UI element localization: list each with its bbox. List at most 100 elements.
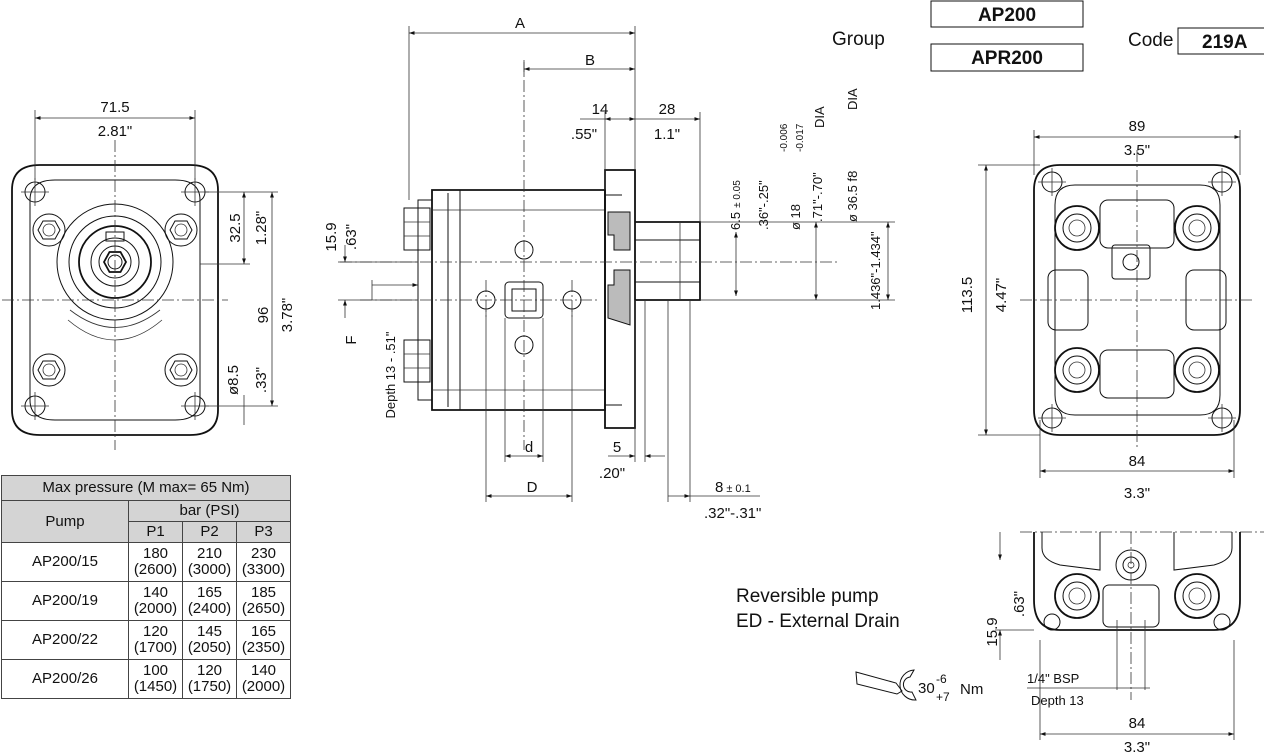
bar-value: 120 — [196, 662, 223, 679]
port-offset-mm: 15.9 — [323, 222, 340, 251]
drain-port: 1/4" BSP — [1027, 671, 1079, 686]
dim-a: A — [515, 15, 525, 32]
column-p3: P3 — [236, 521, 291, 543]
key-mm: 6.5 ± 0.05 — [728, 180, 743, 230]
shaft-dia-in: .71"-.70" — [810, 172, 825, 222]
psi-value: (2350) — [241, 639, 286, 656]
side-view: A B 14 .55" 28 1.1" 6.5± 0.05 .36"-.25" … — [323, 15, 895, 522]
pump-name: AP200/15 — [1, 542, 129, 582]
front-bolt-offset-in: 1.28" — [253, 211, 270, 246]
wrench-icon — [855, 669, 917, 701]
key-mm-value: 6.5 — [728, 212, 743, 230]
table-cell: 210(3000) — [182, 542, 237, 582]
rear-view: 89 3.5" 113.5 4.47" 84 3.3" — [959, 118, 1255, 502]
code-value: 219A — [1202, 32, 1248, 53]
pump-name: AP200/26 — [1, 659, 129, 699]
group-value-ap200: AP200 — [978, 5, 1036, 26]
detail-offset-in: .63" — [1011, 591, 1028, 617]
pilot-len-in: .20" — [599, 465, 625, 482]
front-hole-dia-in: .33" — [253, 367, 270, 393]
bar-value: 165 — [196, 584, 223, 601]
depth-label: Depth 13 - .51" — [383, 331, 398, 418]
dia-word-1: DIA — [812, 106, 827, 128]
detail-width-mm: 84 — [1129, 715, 1146, 732]
unit-header: bar (PSI) — [128, 500, 291, 522]
bar-value: 140 — [142, 584, 169, 601]
shaft-len-in: 1.1" — [654, 126, 680, 143]
bar-value: 100 — [142, 662, 169, 679]
port-offset-in: .63" — [343, 224, 360, 250]
bar-value: 210 — [196, 545, 223, 562]
pilot-dia-in: 1.436"-1.434" — [868, 231, 883, 310]
bar-value: 230 — [250, 545, 277, 562]
front-hole-dia-mm: ø8.5 — [225, 365, 242, 395]
table-cell: 185(2650) — [236, 581, 291, 621]
rear-width-top-mm: 89 — [1129, 118, 1146, 135]
front-height-in: 3.78" — [279, 298, 296, 333]
note-external-drain: ED - External Drain — [736, 611, 900, 632]
header: Group AP200 APR200 Code 219A — [832, 0, 1264, 72]
rear-height-in: 4.47" — [993, 278, 1010, 313]
dim-d-small: d — [525, 439, 533, 456]
table-cell: 230(3300) — [236, 542, 291, 582]
pressure-table: Max pressure (M max= 65 Nm) Pump bar (PS… — [1, 475, 291, 699]
torque-value: 30 — [918, 680, 935, 697]
bar-value: 185 — [250, 584, 277, 601]
dim-d-large: D — [527, 479, 538, 496]
front-bolt-offset-mm: 32.5 — [227, 213, 244, 242]
pump-name: AP200/22 — [1, 620, 129, 660]
group-label: Group — [832, 29, 885, 50]
pilot-len-mm: 5 — [613, 439, 621, 456]
drain-depth: Depth 13 — [1031, 693, 1084, 708]
psi-value: (2400) — [187, 600, 232, 617]
column-p1: P1 — [128, 521, 183, 543]
rear-width-bottom-in: 3.3" — [1124, 485, 1150, 502]
group-value-apr200: APR200 — [971, 48, 1043, 69]
table-cell: 165(2350) — [236, 620, 291, 660]
psi-value: (2600) — [133, 561, 178, 578]
code-label: Code — [1128, 30, 1173, 51]
notes: Reversible pump ED - External Drain 30 -… — [736, 586, 983, 704]
table-cell: 120(1750) — [182, 659, 237, 699]
psi-value: (1750) — [187, 678, 232, 695]
bar-value: 180 — [142, 545, 169, 562]
note-reversible: Reversible pump — [736, 586, 879, 607]
detail-view: 15.9 .63" 1/4" BSP Depth 13 84 3.3" — [984, 531, 1264, 754]
detail-offset-mm: 15.9 — [984, 617, 1001, 646]
table-cell: 140(2000) — [128, 581, 183, 621]
table-cell: 100(1450) — [128, 659, 183, 699]
pilot-dia-mm: ø 36.5 f8 — [845, 171, 860, 222]
column-p2: P2 — [182, 521, 237, 543]
front-view: 71.5 2.81" 32.5 1.28" 96 3.78" ø8.5 .33" — [2, 99, 296, 450]
table-cell: 180(2600) — [128, 542, 183, 582]
flange-len-in: .55" — [571, 126, 597, 143]
table-row: AP200/22 120(1700) 145(2050) 165(2350) — [1, 620, 291, 660]
key-tol: ± 0.05 — [732, 180, 743, 208]
rear-width-top-in: 3.5" — [1124, 142, 1150, 159]
bar-value: 120 — [142, 623, 169, 640]
shaft-len-mm: 28 — [659, 101, 676, 118]
shaft-end-in: .32"-.31" — [704, 505, 761, 522]
flange-len-mm: 14 — [592, 101, 609, 118]
shaft-end-tol: ± 0.1 — [726, 483, 750, 495]
table-row: AP200/26 100(1450) 120(1750) 140(2000) — [1, 659, 291, 699]
dim-f: F — [343, 335, 360, 344]
front-height-mm: 96 — [255, 307, 272, 324]
table-cell: 145(2050) — [182, 620, 237, 660]
shaft-end-mm-value: 8 — [715, 479, 723, 496]
front-width-mm: 71.5 — [100, 99, 129, 116]
table-row: AP200/19 140(2000) 165(2400) 185(2650) — [1, 581, 291, 621]
table-row: AP200/15 180(2600) 210(3000) 230(3300) — [1, 542, 291, 582]
shaft-end-mm: 8± 0.1 — [715, 479, 751, 496]
psi-value: (2000) — [133, 600, 178, 617]
bar-value: 140 — [250, 662, 277, 679]
dia-word-2: DIA — [845, 88, 860, 110]
shaft-tol-upper: -0.006 — [779, 123, 790, 152]
shaft-dia-mm: ø 18 — [788, 204, 803, 230]
torque-unit: Nm — [960, 681, 983, 698]
torque-minus: -6 — [936, 672, 947, 686]
psi-value: (3000) — [187, 561, 232, 578]
psi-value: (1700) — [133, 639, 178, 656]
psi-value: (2650) — [241, 600, 286, 617]
